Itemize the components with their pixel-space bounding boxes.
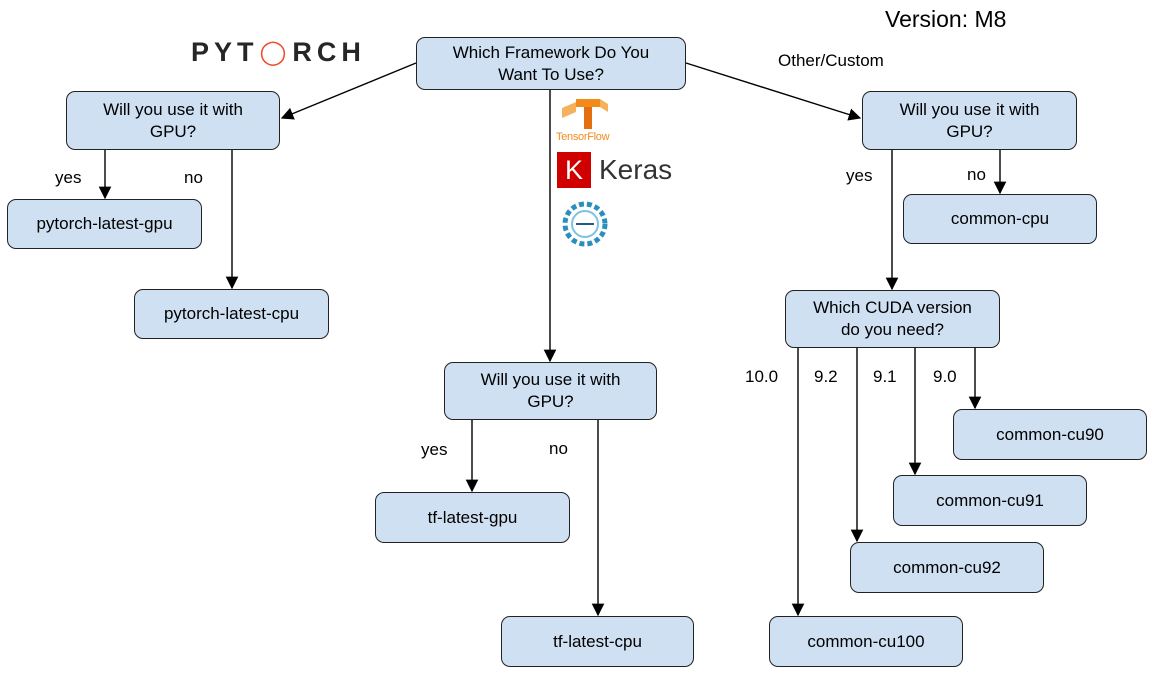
cuda-9-0-label: 9.0	[933, 367, 957, 386]
common-cpu-node: common-cpu	[903, 194, 1097, 244]
cuda-10-0-label: 10.0	[745, 367, 779, 386]
pytorch-logo: PYT◯RCH	[191, 37, 366, 67]
tensorflow-wordmark: TensorFlow	[556, 131, 610, 143]
horovod-icon	[562, 201, 608, 247]
arrow-root-to-other	[685, 62, 862, 121]
tf-gpu-question-node: Will you use it with GPU?	[444, 362, 657, 420]
other-custom-label: Other/Custom	[778, 51, 884, 70]
version-label: Version: M8	[885, 6, 1007, 32]
pytorch-flame-icon: ◯	[259, 39, 292, 66]
keras-k-icon: K	[557, 152, 591, 188]
cuda-9-2-label: 9.2	[814, 367, 838, 386]
other-gpu-question-node: Will you use it with GPU?	[862, 91, 1077, 150]
tf-no-label: no	[549, 439, 568, 458]
keras-logo: K Keras	[557, 152, 672, 188]
keras-wordmark: Keras	[599, 154, 673, 185]
framework-question-node: Which Framework Do You Want To Use?	[416, 37, 686, 90]
common-cu100-node: common-cu100	[769, 616, 963, 667]
common-cu92-node: common-cu92	[850, 542, 1044, 593]
tf-yes-label: yes	[421, 440, 448, 459]
other-yes-label: yes	[846, 166, 873, 185]
common-cu90-node: common-cu90	[953, 409, 1147, 460]
cuda-9-1-label: 9.1	[873, 367, 897, 386]
other-no-label: no	[967, 165, 986, 184]
tf-latest-cpu-node: tf-latest-cpu	[501, 616, 694, 667]
pytorch-no-label: no	[184, 168, 203, 187]
tf-latest-gpu-node: tf-latest-gpu	[375, 492, 570, 543]
cuda-version-question-node: Which CUDA version do you need?	[785, 290, 1000, 348]
pytorch-latest-cpu-node: pytorch-latest-cpu	[134, 289, 329, 339]
common-cu91-node: common-cu91	[893, 475, 1087, 526]
pytorch-yes-label: yes	[55, 168, 82, 187]
pytorch-gpu-question-node: Will you use it with GPU?	[66, 91, 280, 150]
arrow-root-to-pytorch	[280, 62, 417, 120]
pytorch-latest-gpu-node: pytorch-latest-gpu	[7, 199, 202, 249]
tensorflow-icon	[562, 99, 608, 129]
